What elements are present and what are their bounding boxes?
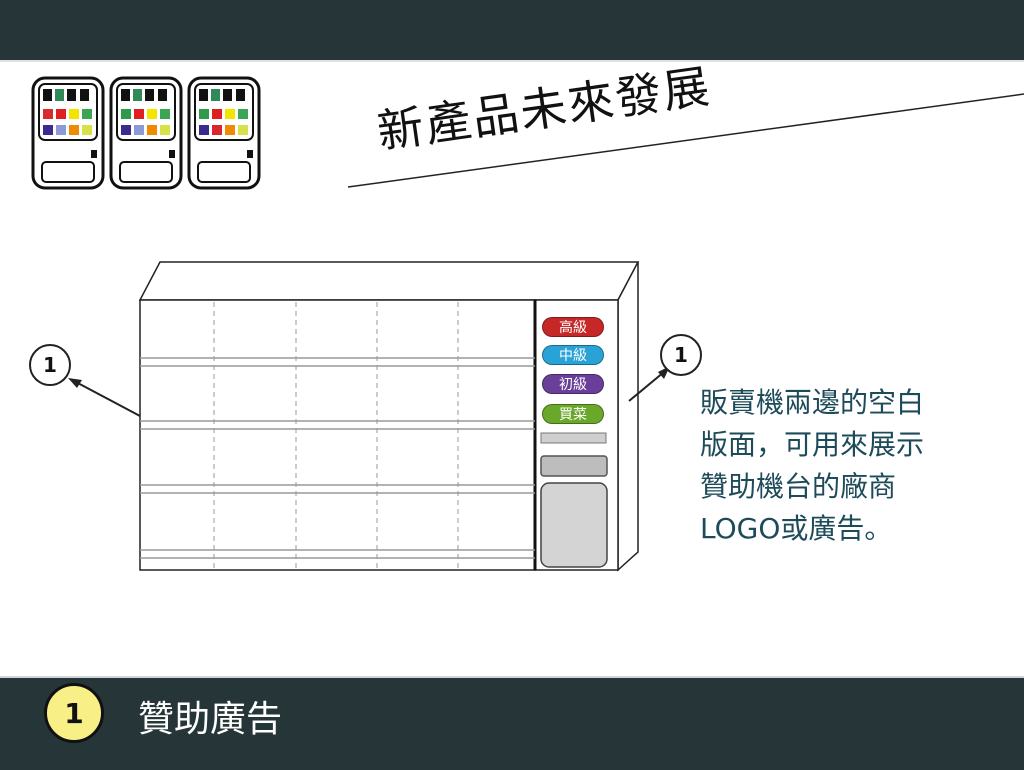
top-bar [0,0,1024,62]
button-basic[interactable]: 初級 [542,374,604,394]
footer-badge-number: 1 [64,696,84,730]
footer-caption: 贊助廣告 [138,699,283,740]
callout-left-number: 1 [43,353,57,377]
vending-machine-icon [109,76,183,190]
machine-front-panel [139,299,536,571]
description-line: 販賣機兩邊的空白 [700,386,925,419]
vending-machine-diagram [68,261,670,572]
description-line: 版面，可用來展示 [700,428,925,461]
button-premium[interactable]: 高級 [542,317,604,337]
button-premium-label: 高級 [559,320,587,336]
vending-machine-icon [187,76,261,190]
button-mid-label: 中級 [559,348,587,364]
dispense-door [540,482,608,568]
callout-left: 1 [29,344,71,386]
button-basic-label: 初級 [559,377,587,393]
callout-right: 1 [660,334,702,376]
machine-side-face [617,261,639,572]
title-underline [347,93,1024,188]
left-arrow-head [68,378,82,388]
footer-bar [0,676,1024,770]
coin-display [540,455,608,477]
button-groceries-label: 買菜 [559,407,587,423]
vending-machine-icon-group [31,76,261,190]
button-groceries[interactable]: 買菜 [542,404,604,424]
left-arrow-line [73,380,141,417]
machine-top-face [138,261,640,301]
button-mid[interactable]: 中級 [542,345,604,365]
description-line: LOGO或廣告。 [700,512,893,545]
vending-machine-icon [31,76,105,190]
card-reader-strip [540,432,607,444]
description-text: 販賣機兩邊的空白 版面，可用來展示 贊助機台的廠商 LOGO或廣告。 [700,382,990,550]
shelves [140,357,535,559]
footer-number-badge: 1 [44,683,104,743]
right-arrow-line [628,371,665,402]
description-line: 贊助機台的廠商 [700,470,897,503]
callout-right-number: 1 [674,343,688,367]
